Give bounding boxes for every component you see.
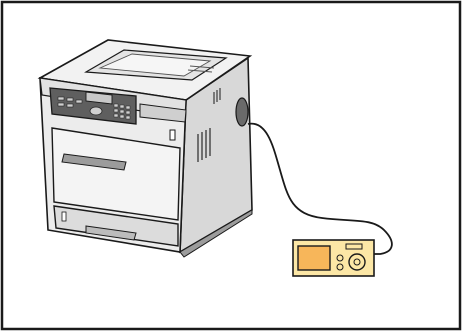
camera-small-button-2 <box>337 264 343 270</box>
printer-nav-button <box>90 107 102 115</box>
camera-top-button <box>346 244 362 249</box>
camera-screen <box>298 246 330 270</box>
laser-printer-icon <box>40 40 252 257</box>
usb-port-icon <box>170 130 175 140</box>
digital-camera-icon <box>293 240 374 276</box>
camera-small-button <box>337 255 343 261</box>
printer-keypad <box>114 104 130 119</box>
printer-fan-grille <box>236 98 248 126</box>
printer-paper-gauge <box>62 212 66 221</box>
camera-dial-center <box>354 259 360 265</box>
